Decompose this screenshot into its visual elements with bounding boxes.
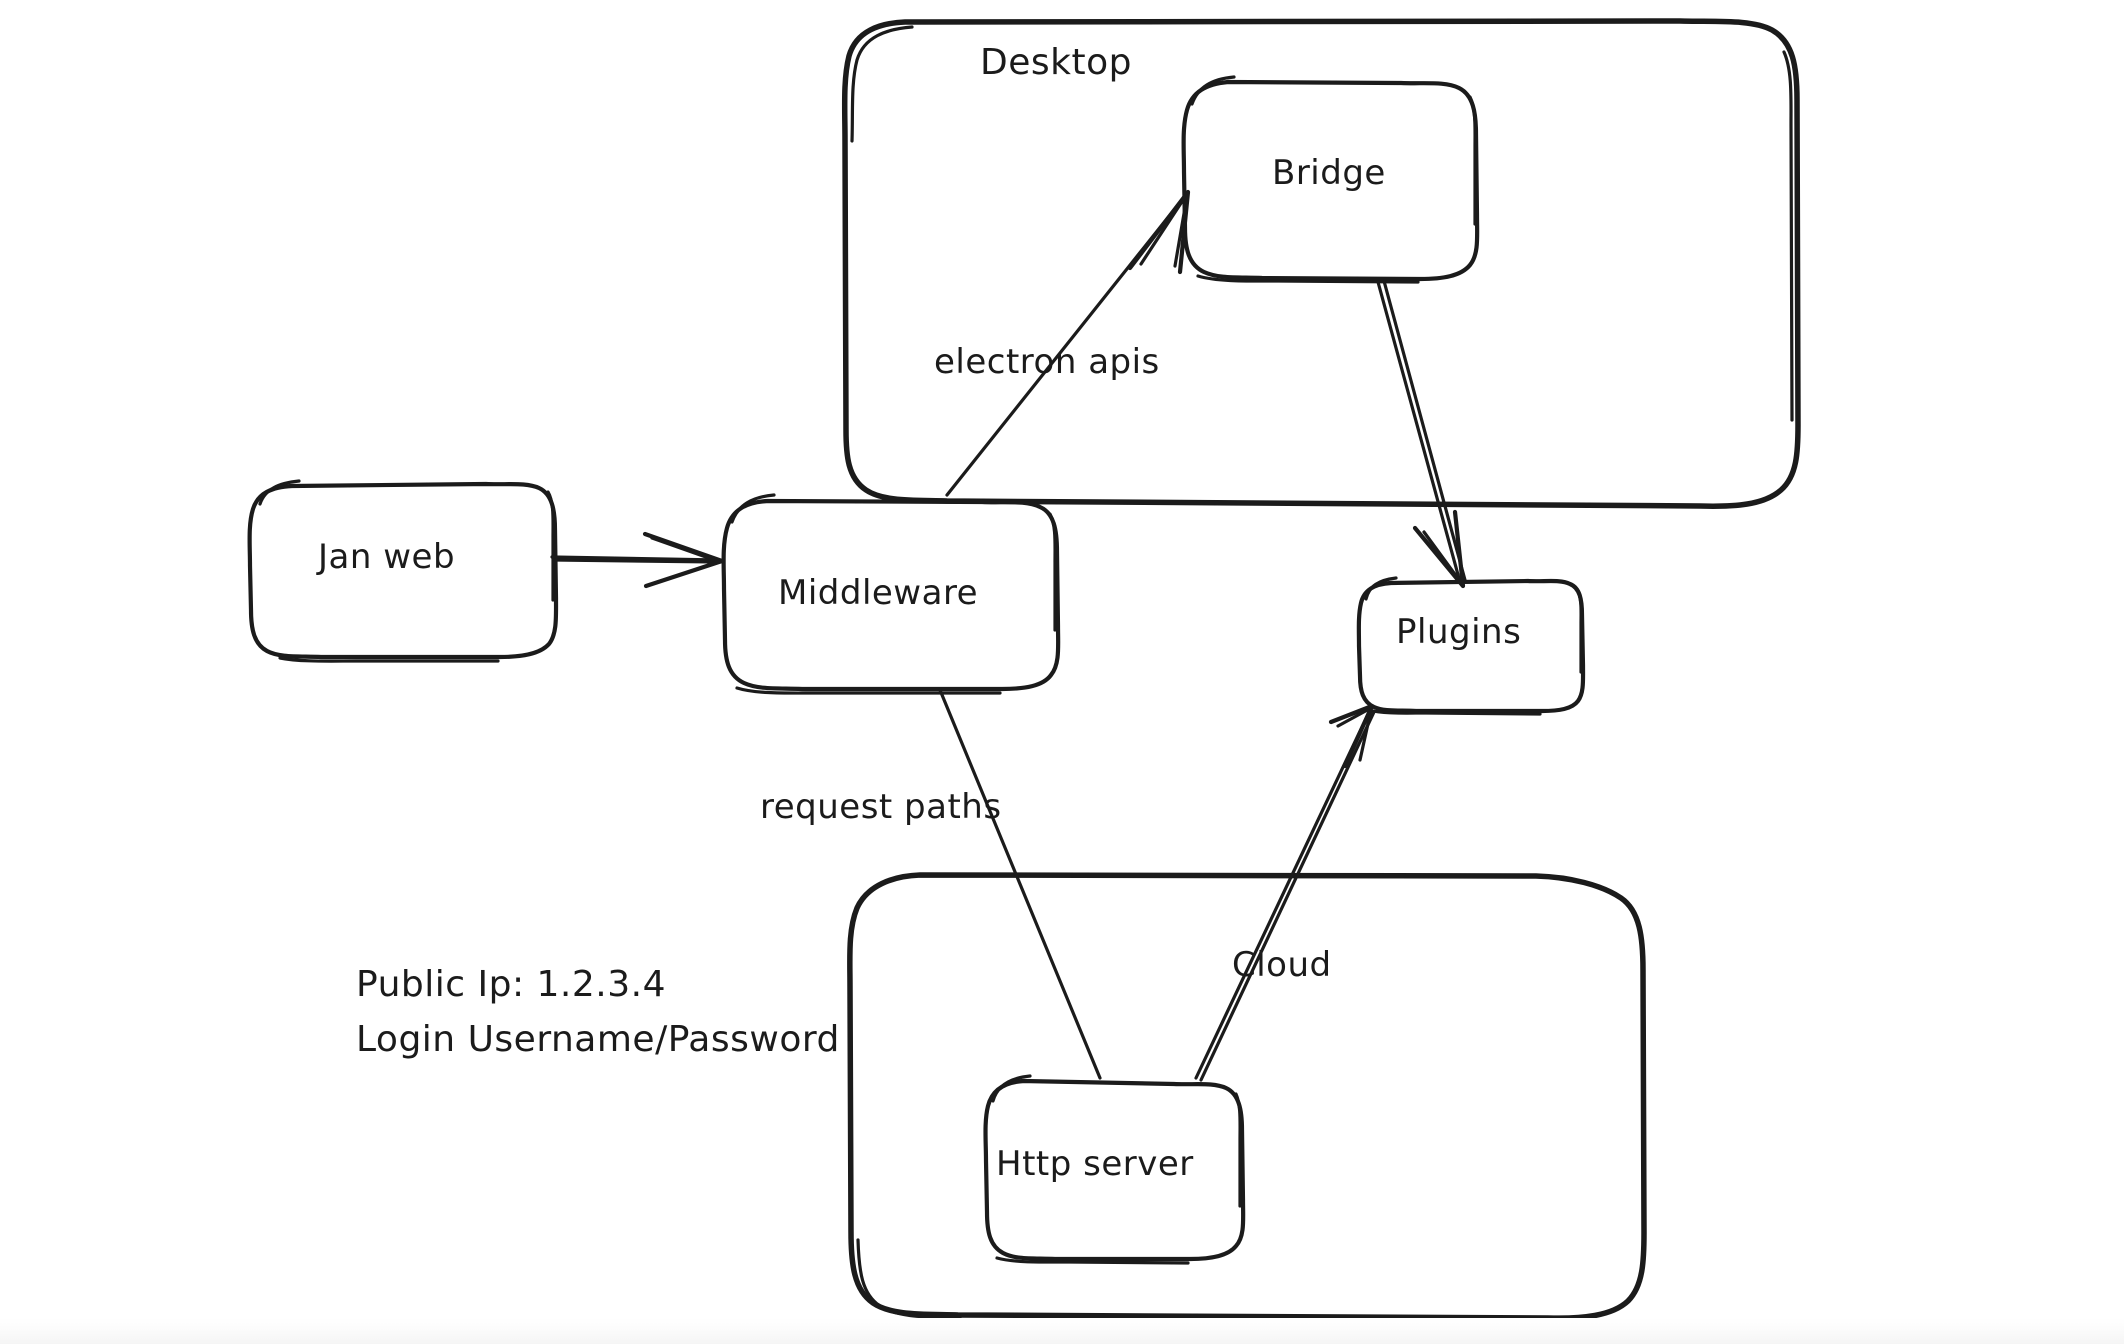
edge-http-server-to-middleware[interactable] bbox=[938, 688, 1102, 1080]
node-label-plugins: Plugins bbox=[1396, 612, 1522, 652]
node-middleware-outline[interactable] bbox=[721, 493, 1061, 695]
group-label-desktop: Desktop bbox=[980, 42, 1132, 83]
node-label-http-server: Http server bbox=[996, 1144, 1194, 1184]
bottom-edge-band bbox=[0, 1318, 2124, 1344]
group-desktop-outline[interactable] bbox=[841, 18, 1801, 509]
note-public-ip: Public Ip: 1.2.3.4 bbox=[356, 964, 666, 1005]
node-bridge-outline[interactable] bbox=[1181, 75, 1480, 284]
edge-jan-web-to-middleware[interactable] bbox=[550, 531, 725, 589]
edge-label-cloud: Cloud bbox=[1232, 945, 1332, 985]
node-label-jan-web: Jan web bbox=[318, 537, 456, 577]
node-jan-web-outline[interactable] bbox=[247, 479, 559, 663]
edge-label-electron-apis: electron apis bbox=[934, 342, 1160, 382]
edge-middleware-to-bridge[interactable] bbox=[945, 189, 1191, 497]
node-label-middleware: Middleware bbox=[778, 573, 979, 613]
note-login-credentials: Login Username/Password bbox=[356, 1019, 840, 1060]
edge-http-server-to-plugins[interactable] bbox=[1194, 703, 1376, 1082]
node-label-bridge: Bridge bbox=[1272, 153, 1386, 193]
edge-bridge-to-plugins[interactable] bbox=[1376, 279, 1467, 589]
edge-label-request-paths: request paths bbox=[760, 787, 1002, 827]
node-http-server-outline[interactable] bbox=[983, 1074, 1246, 1265]
group-cloud-outline[interactable] bbox=[847, 872, 1647, 1321]
